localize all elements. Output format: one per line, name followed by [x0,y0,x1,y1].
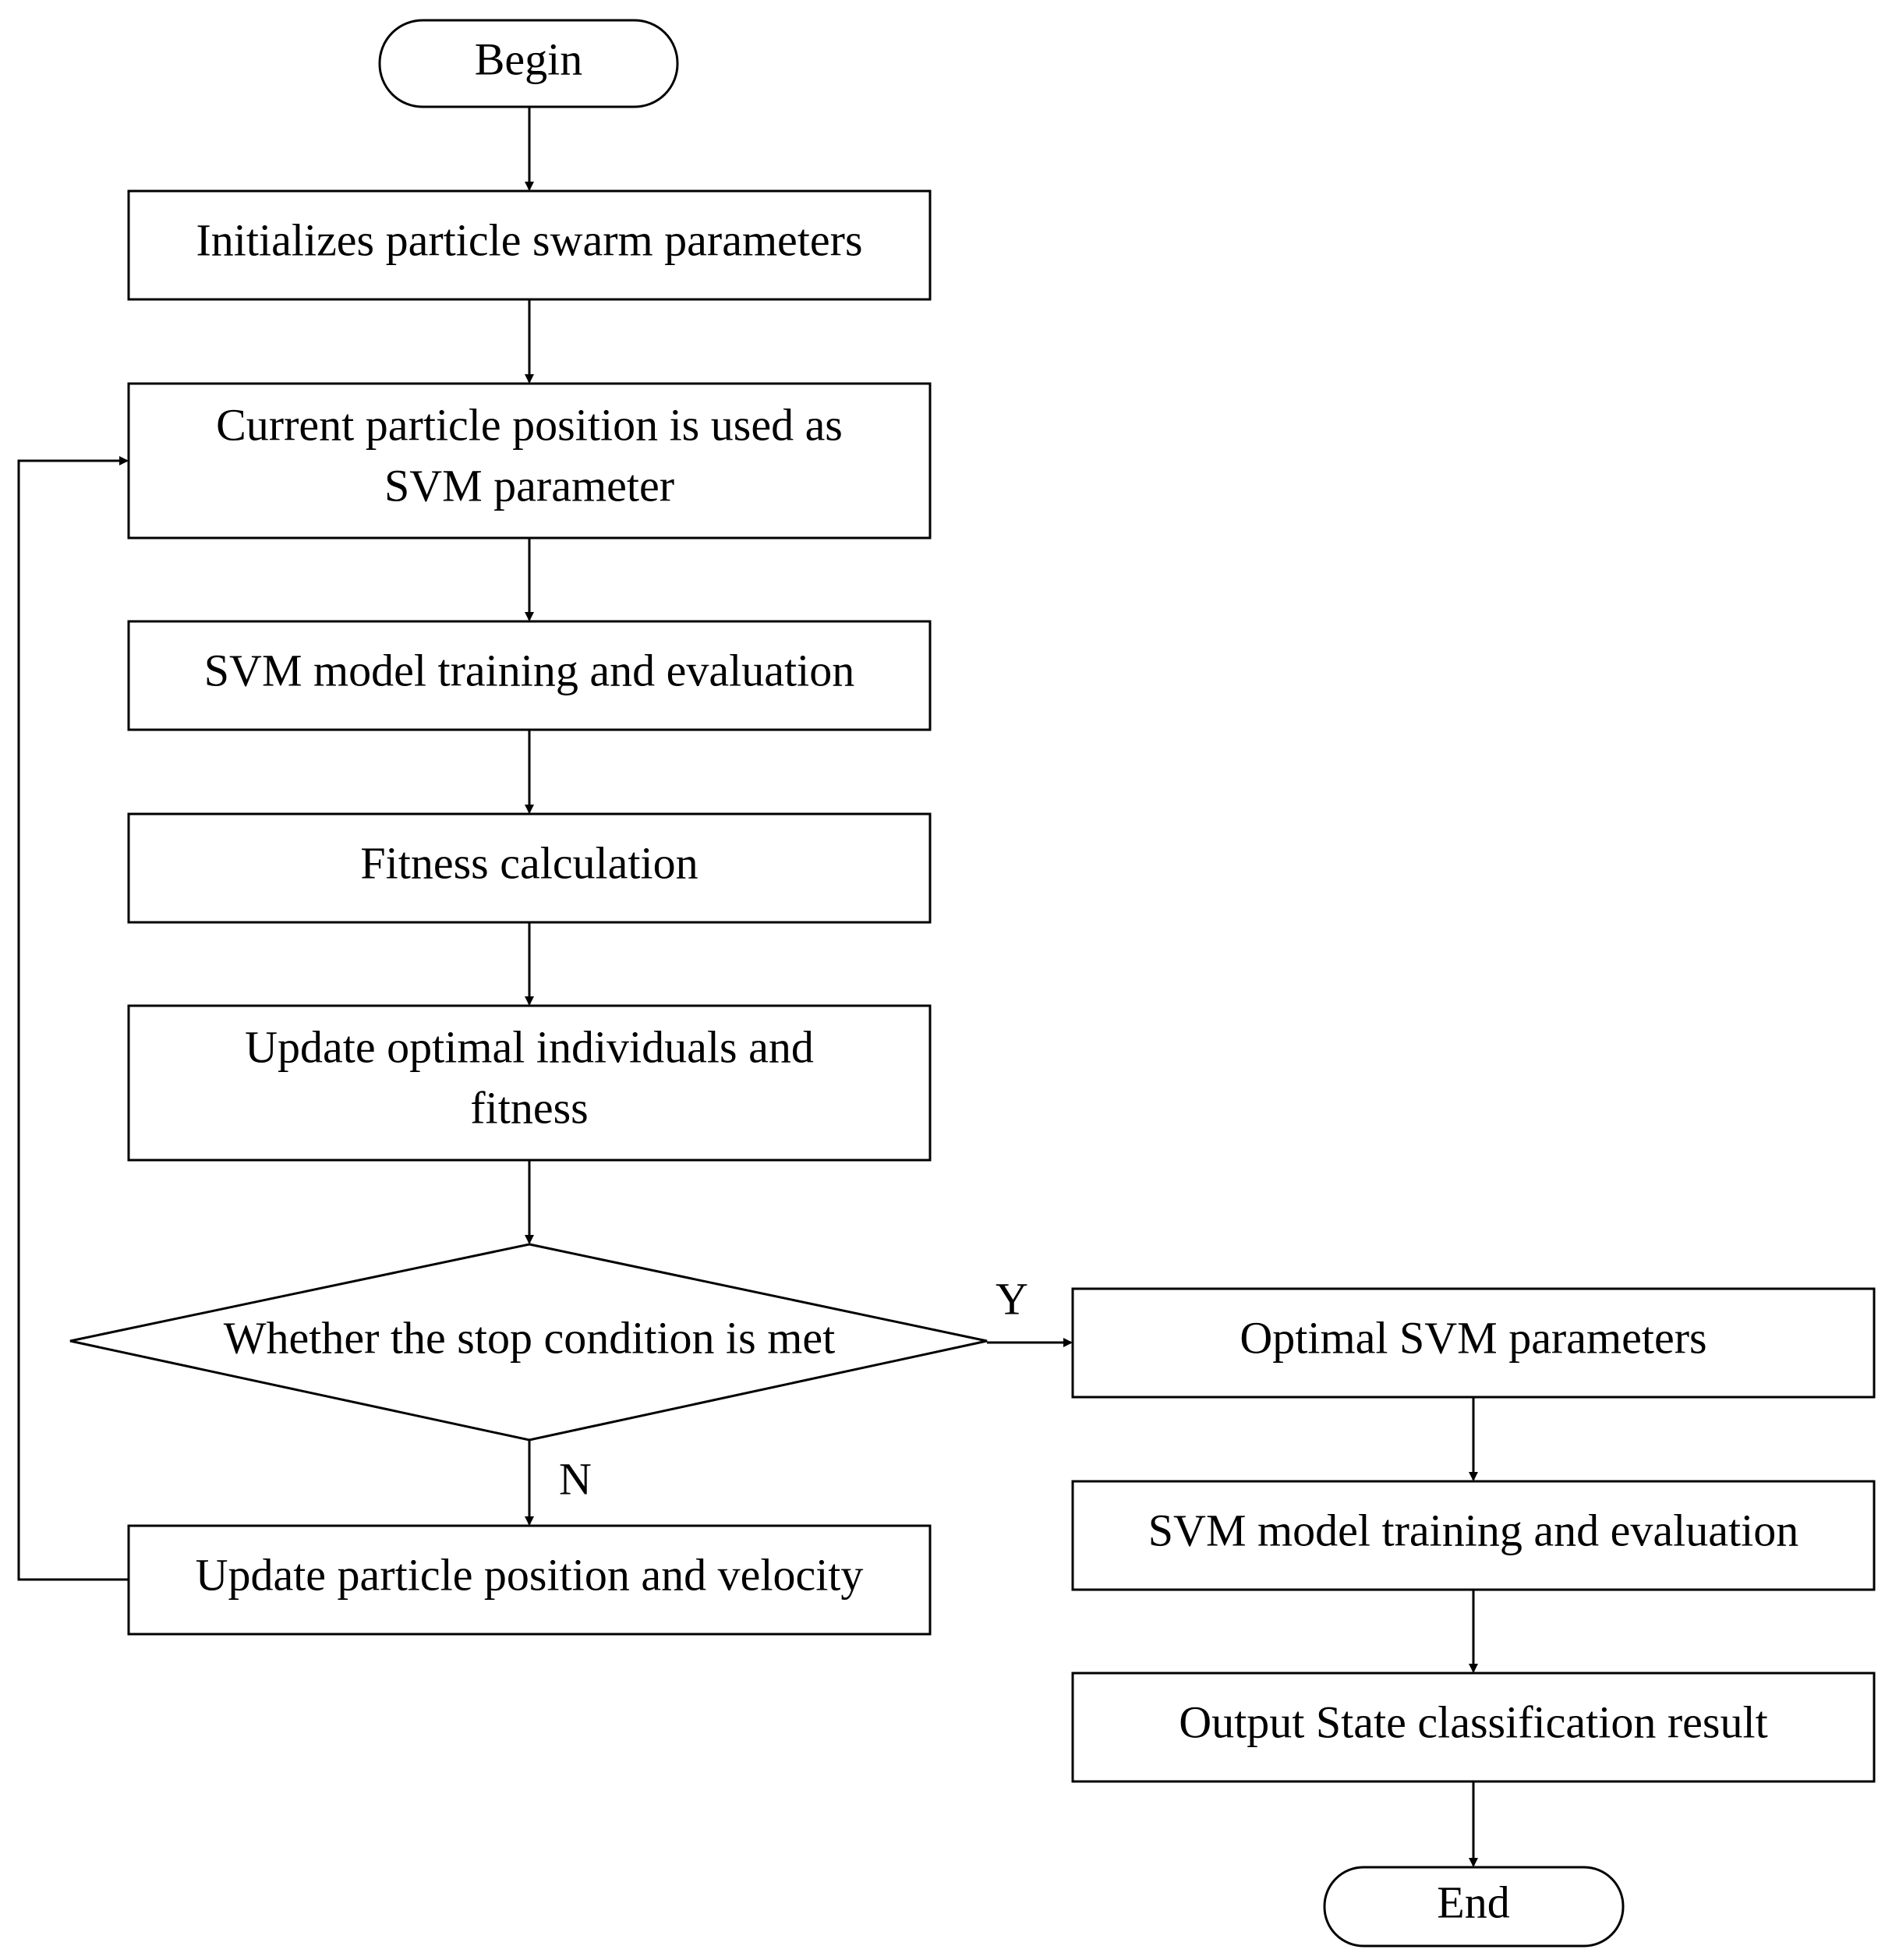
update-optimal-label-line1: Update optimal individuals and [245,1021,814,1072]
fitness-node: Fitness calculation [127,812,932,924]
update-position-node: Update particle position and velocity [127,1524,932,1636]
stop-condition-decision: Whether the stop condition is met [69,1243,988,1442]
update-optimal-label-line2: fitness [470,1082,588,1133]
arrow-loop-back [17,456,129,1581]
final-svm-training-node: SVM model training and evaluation [1071,1480,1876,1591]
svm-training-node: SVM model training and evaluation [127,620,932,731]
optimal-params-node: Optimal SVM parameters [1071,1287,1876,1399]
init-label: Initializes particle swarm parameters [196,214,862,265]
end-node: End [1323,1866,1625,1948]
update-optimal-node: Update optimal individuals and fitness [127,1004,932,1162]
begin-node: Begin [378,19,679,108]
current-position-node: Current particle position is used as SVM… [127,382,932,540]
output-label: Output State classification result [1179,1696,1767,1747]
init-node: Initializes particle swarm parameters [127,189,932,301]
optimal-params-label: Optimal SVM parameters [1240,1312,1706,1363]
update-position-label: Update particle position and velocity [196,1549,864,1600]
output-node: Output State classification result [1071,1672,1876,1783]
current-position-label-line1: Current particle position is used as [216,399,843,450]
begin-label: Begin [475,34,583,84]
end-label: End [1437,1877,1509,1927]
fitness-label: Fitness calculation [360,837,698,888]
yes-label: Y [996,1273,1028,1324]
current-position-label-line2: SVM parameter [384,460,674,511]
svm-training-label: SVM model training and evaluation [204,645,854,695]
no-label: N [559,1453,592,1504]
stop-condition-label: Whether the stop condition is met [224,1312,835,1363]
final-svm-training-label: SVM model training and evaluation [1148,1505,1798,1555]
